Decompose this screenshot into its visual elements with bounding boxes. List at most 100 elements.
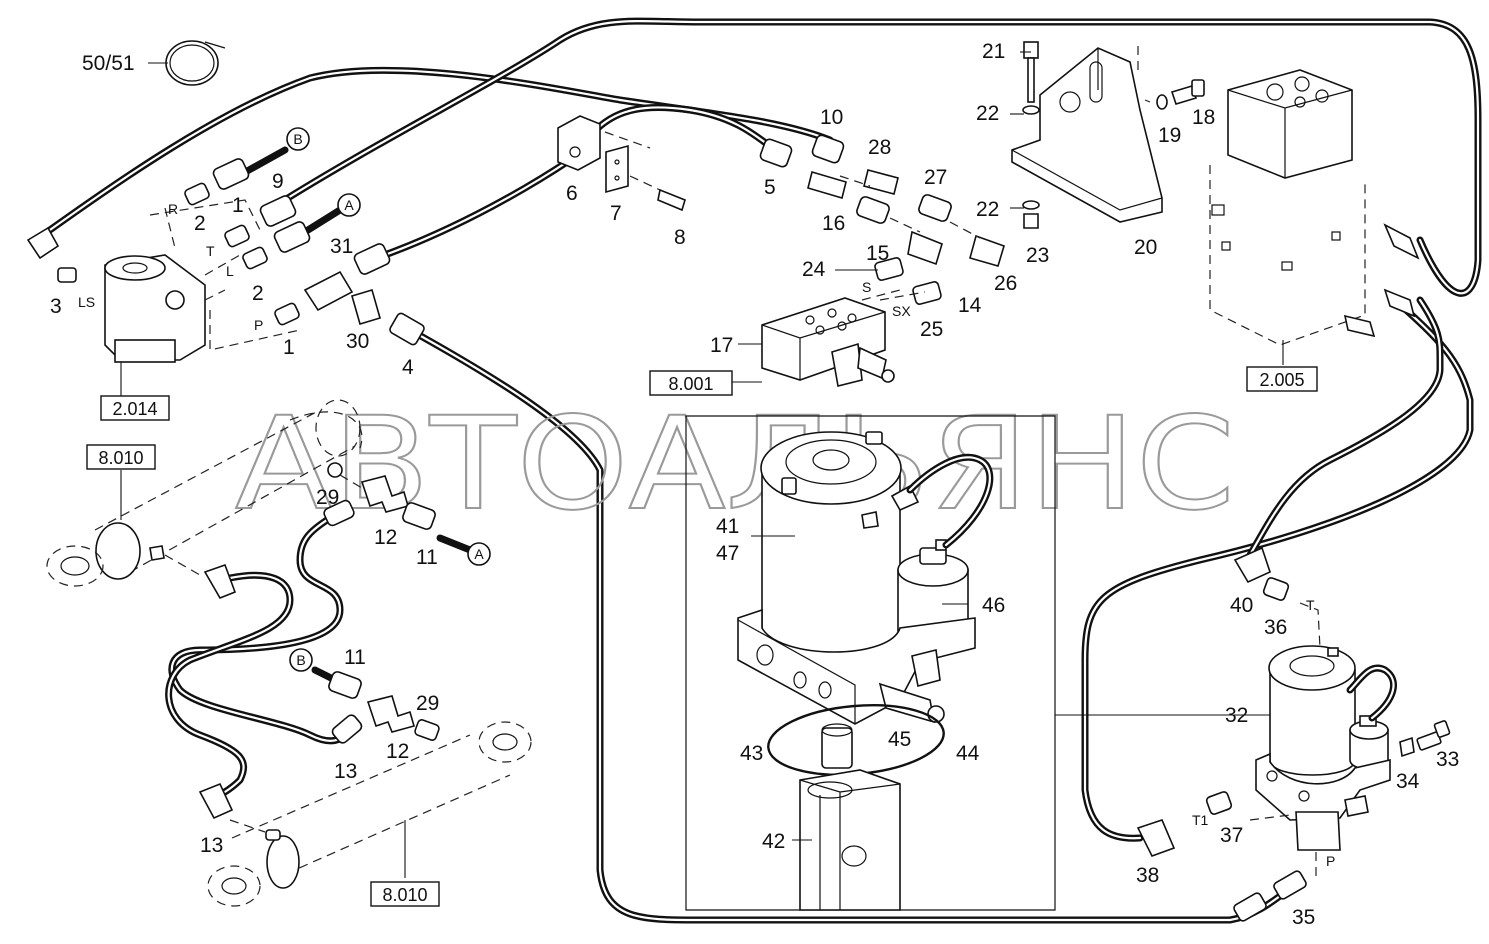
- port-t: T: [206, 243, 215, 259]
- callout-25: 25: [920, 318, 943, 341]
- callout-17: 17: [710, 334, 733, 357]
- reference-box-2005: 2.005: [1246, 366, 1318, 392]
- callout-33: 33: [1436, 748, 1459, 771]
- callout-22-upper: 22: [976, 102, 999, 125]
- callout-13-upper: 13: [334, 760, 357, 783]
- callout-3: 3: [50, 295, 62, 318]
- port-p: P: [254, 317, 263, 333]
- callout-7: 7: [610, 202, 622, 225]
- callout-20: 20: [1134, 236, 1157, 259]
- callout-29-upper: 29: [316, 486, 339, 509]
- callout-4: 4: [402, 356, 414, 379]
- reference-box-8001: 8.001: [649, 370, 733, 396]
- callout-11-upper: 11: [416, 546, 438, 569]
- callout-38: 38: [1136, 864, 1159, 887]
- callout-47: 47: [716, 542, 739, 565]
- cylinder-elbow-upper: [203, 563, 237, 600]
- svg-text:B: B: [293, 131, 302, 147]
- svg-text:8.010: 8.010: [382, 885, 427, 905]
- callout-44: 44: [956, 742, 980, 765]
- coupling: [821, 723, 853, 769]
- callout-43: 43: [740, 742, 763, 765]
- callout-27: 27: [924, 166, 947, 189]
- hose-right-return: [1081, 296, 1474, 842]
- fittings-upper-center: [759, 134, 1005, 305]
- svg-text:8.010: 8.010: [98, 448, 143, 468]
- power-pack-motor: [760, 431, 902, 658]
- steering-cylinder-upper: [46, 399, 363, 587]
- svg-text:8.001: 8.001: [668, 374, 713, 394]
- svg-text:2.005: 2.005: [1259, 370, 1304, 390]
- hose-cyl-upper: [168, 511, 349, 745]
- callout-46: 46: [982, 594, 1005, 617]
- callout-41: 41: [716, 515, 739, 538]
- port-sx: SX: [892, 303, 911, 319]
- callout-6: 6: [566, 182, 578, 205]
- callout-42: 42: [762, 830, 785, 853]
- port-t1: T1: [1192, 812, 1209, 828]
- fittings-lower-left: [198, 671, 440, 820]
- valve-block: [761, 289, 926, 387]
- callout-12-upper: 12: [374, 526, 397, 549]
- callout-19: 19: [1158, 124, 1181, 147]
- callout-32: 32: [1225, 704, 1248, 727]
- small-power-pack: [1249, 602, 1451, 880]
- callout-31: 31: [330, 235, 353, 258]
- callout-14: 14: [958, 294, 982, 317]
- callout-28: 28: [868, 136, 891, 159]
- cable-tie: [165, 40, 226, 86]
- circle-marker-b-top: B: [286, 127, 310, 151]
- callout-labels: 50/51 2 1 9 3 2 1 31 30 4 10 28 5 27 16 …: [50, 40, 1459, 929]
- callout-23: 23: [1026, 244, 1049, 267]
- power-pack-frame: [685, 415, 1056, 911]
- circle-marker-a-mid: A: [467, 542, 491, 566]
- hose-bracket: [557, 115, 686, 212]
- svg-text:2.014: 2.014: [112, 399, 157, 419]
- reference-box-8010-upper: 8.010: [86, 444, 156, 470]
- callout-2-lower: 2: [252, 282, 264, 305]
- callout-34: 34: [1396, 770, 1420, 793]
- steering-cylinder-lower: [207, 721, 532, 907]
- svg-text:A: A: [344, 197, 354, 213]
- elbow-fitting-3: [26, 226, 60, 260]
- callout-30: 30: [346, 330, 369, 353]
- callout-40: 40: [1230, 594, 1253, 617]
- watermark: АВТОАЛЬЯНС: [235, 390, 1235, 539]
- port-t-right: T: [1306, 597, 1315, 613]
- hose-stub-a-mid: [436, 534, 474, 554]
- callout-12-lower: 12: [386, 740, 409, 763]
- callout-45: 45: [888, 728, 911, 751]
- callout-36: 36: [1264, 616, 1287, 639]
- port-ls: LS: [78, 294, 95, 310]
- callout-10: 10: [820, 106, 843, 129]
- port-r: R: [168, 201, 178, 217]
- callout-5: 5: [764, 176, 776, 199]
- callout-9: 9: [272, 170, 284, 193]
- fittings-upper-left: [184, 158, 425, 346]
- hose-top-loop: [271, 17, 1482, 297]
- callout-18: 18: [1192, 106, 1215, 129]
- callout-24: 24: [802, 258, 826, 281]
- callout-15: 15: [866, 242, 889, 265]
- port-p-right: P: [1326, 853, 1335, 869]
- fittings-middle-left: [323, 462, 436, 530]
- control-valve-block: [1209, 69, 1420, 346]
- power-pack-solenoid: [890, 453, 994, 648]
- svg-text:B: B: [296, 652, 305, 668]
- callout-13-lower: 13: [200, 834, 223, 857]
- callout-22-lower: 22: [976, 198, 999, 221]
- callout-2-upper: 2: [194, 212, 206, 235]
- callout-29-lower: 29: [416, 692, 439, 715]
- circle-marker-a-top: A: [337, 193, 361, 217]
- reference-box-8010-lower: 8.010: [370, 881, 440, 907]
- hose-right-2: [1246, 296, 1444, 559]
- hydraulic-pump: [799, 769, 901, 911]
- fittings-right: [1136, 546, 1307, 922]
- callout-1-lower: 1: [283, 336, 295, 359]
- callout-35: 35: [1292, 906, 1315, 929]
- steering-unit: [104, 199, 301, 363]
- hose-cyl-lower: [165, 571, 294, 804]
- hose-top-long: [36, 66, 834, 241]
- mount-bracket: [1011, 41, 1205, 229]
